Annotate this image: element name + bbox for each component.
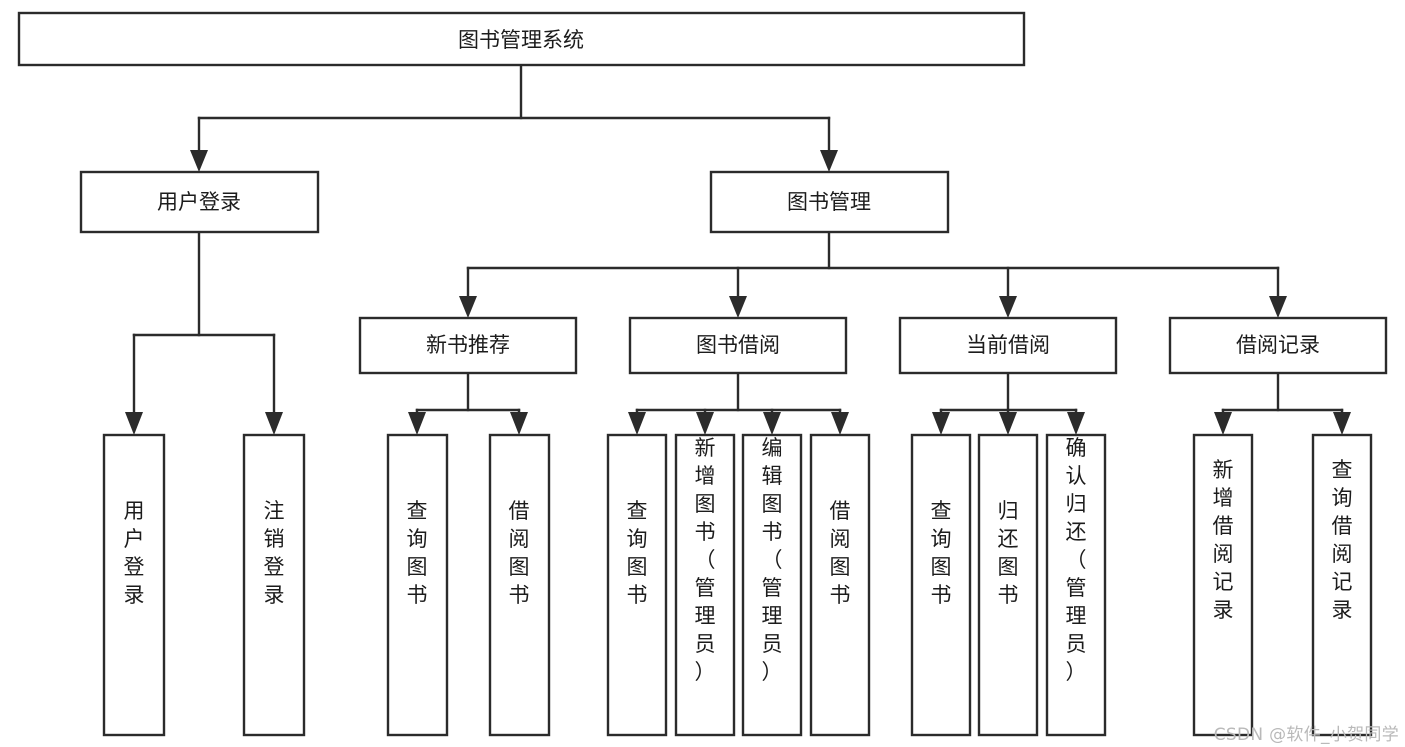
node-root-label: 图书管理系统 — [458, 28, 584, 52]
leaf-query-book-cb-label: 查询图书 — [931, 499, 952, 607]
node-borrow-records[interactable]: 借阅记录 — [1168, 316, 1388, 375]
node-new-book-recommend[interactable]: 新书推荐 — [358, 316, 578, 375]
leaf-add-book-admin-box[interactable] — [674, 433, 736, 737]
leaf-query-book-bb[interactable]: 查询图书 — [606, 433, 668, 737]
arrow-to-leaf-logout — [265, 412, 283, 435]
leaf-add-book-admin[interactable]: 新增图书（管理员） — [674, 433, 736, 737]
connector-group-current-borrow — [932, 371, 1085, 435]
leaf-query-borrow-record[interactable]: 查询借阅记录 — [1311, 433, 1373, 737]
node-current-borrow-label: 当前借阅 — [966, 333, 1050, 357]
arrow-to-book-borrow — [729, 296, 747, 318]
leaf-borrow-book-nbr-box[interactable] — [488, 433, 551, 737]
leaf-return-book[interactable]: 归还图书 — [977, 433, 1039, 737]
csdn-watermark: CSDN @软件_小贺同学 — [1213, 725, 1399, 745]
leaf-confirm-return-admin-box[interactable] — [1045, 433, 1107, 737]
arrow-cb-leaf-2 — [999, 412, 1017, 435]
node-book-management-box[interactable] — [709, 170, 950, 234]
leaf-query-borrow-record-label: 查询借阅记录 — [1332, 458, 1353, 622]
arrow-bb-leaf-1 — [628, 412, 646, 435]
arrow-nbr-leaf-1 — [408, 412, 426, 435]
arrow-nbr-leaf-2 — [510, 412, 528, 435]
leaf-logout[interactable]: 注销登录 — [242, 433, 306, 737]
leaf-edit-book-admin[interactable]: 编辑图书（管理员） — [741, 433, 803, 737]
leaf-edit-book-admin-box[interactable] — [741, 433, 803, 737]
connector-group-new-book-rec — [408, 371, 528, 435]
node-book-borrow[interactable]: 图书借阅 — [628, 316, 848, 375]
connector-group-borrow-records — [1214, 371, 1351, 435]
leaf-query-book-cb[interactable]: 查询图书 — [910, 433, 972, 737]
leaf-add-borrow-record[interactable]: 新增借阅记录 — [1192, 433, 1254, 737]
leaf-add-borrow-record-box[interactable] — [1192, 433, 1254, 737]
arrow-bb-leaf-2 — [696, 412, 714, 435]
node-new-book-recommend-label: 新书推荐 — [426, 333, 510, 357]
leaf-query-book-nbr-box[interactable] — [386, 433, 449, 737]
leaf-user-login[interactable]: 用户登录 — [102, 433, 166, 737]
leaf-add-book-admin-label: 新增图书（管理员） — [695, 436, 716, 684]
leaf-return-book-box[interactable] — [977, 433, 1039, 737]
leaf-logout-box[interactable] — [242, 433, 306, 737]
leaf-borrow-book-bb[interactable]: 借阅图书 — [809, 433, 871, 737]
arrow-to-new-book-rec — [459, 296, 477, 318]
node-current-borrow-box[interactable] — [898, 316, 1118, 375]
leaf-query-book-bb-label: 查询图书 — [627, 499, 648, 607]
arrow-cb-leaf-1 — [932, 412, 950, 435]
node-current-borrow[interactable]: 当前借阅 — [898, 316, 1118, 375]
leaf-add-borrow-record-label: 新增借阅记录 — [1213, 458, 1234, 622]
node-new-book-recommend-box[interactable] — [358, 316, 578, 375]
node-user-login[interactable]: 用户登录 — [79, 170, 320, 234]
leaf-query-book-nbr[interactable]: 查询图书 — [386, 433, 449, 737]
arrow-cb-leaf-3 — [1067, 412, 1085, 435]
leaf-borrow-book-nbr-label: 借阅图书 — [509, 499, 530, 607]
leaf-query-book-nbr-label: 查询图书 — [407, 499, 428, 607]
node-borrow-records-label: 借阅记录 — [1236, 333, 1320, 357]
leaf-borrow-book-bb-label: 借阅图书 — [830, 499, 851, 607]
connector-group-book-mgmt — [459, 230, 1287, 318]
node-user-login-box[interactable] — [79, 170, 320, 234]
node-root-box[interactable] — [17, 11, 1026, 67]
leaf-return-book-label: 归还图书 — [998, 499, 1019, 607]
node-borrow-records-box[interactable] — [1168, 316, 1388, 375]
arrow-bb-leaf-3 — [763, 412, 781, 435]
arrow-to-book-mgmt — [820, 150, 838, 172]
node-root[interactable]: 图书管理系统 — [17, 11, 1026, 67]
node-book-management[interactable]: 图书管理 — [709, 170, 950, 234]
node-book-management-label: 图书管理 — [787, 190, 871, 214]
arrow-bb-leaf-4 — [831, 412, 849, 435]
leaf-logout-label: 注销登录 — [264, 499, 285, 607]
arrow-to-user-login — [190, 150, 208, 172]
arrow-to-current-borrow — [999, 296, 1017, 318]
leaf-edit-book-admin-label: 编辑图书（管理员） — [762, 436, 783, 684]
leaf-query-book-cb-box[interactable] — [910, 433, 972, 737]
leaf-borrow-book-bb-box[interactable] — [809, 433, 871, 737]
node-book-borrow-box[interactable] — [628, 316, 848, 375]
leaf-query-borrow-record-box[interactable] — [1311, 433, 1373, 737]
connector-group-root — [190, 63, 838, 172]
arrow-to-borrow-records — [1269, 296, 1287, 318]
leaf-user-login-label: 用户登录 — [124, 499, 145, 607]
leaf-query-book-bb-box[interactable] — [606, 433, 668, 737]
leaf-borrow-book-nbr[interactable]: 借阅图书 — [488, 433, 551, 737]
arrow-br-leaf-1 — [1214, 412, 1232, 435]
leaf-user-login-box[interactable] — [102, 433, 166, 737]
arrow-to-leaf-user-login — [125, 412, 143, 435]
connector-group-book-borrow — [628, 371, 849, 435]
node-book-borrow-label: 图书借阅 — [696, 333, 780, 357]
leaf-confirm-return-admin[interactable]: 确认归还（管理员） — [1045, 433, 1107, 737]
arrow-br-leaf-2 — [1333, 412, 1351, 435]
leaf-confirm-return-admin-label: 确认归还（管理员） — [1066, 436, 1087, 684]
node-user-login-label: 用户登录 — [157, 190, 241, 214]
connector-group-user-login — [125, 230, 283, 435]
